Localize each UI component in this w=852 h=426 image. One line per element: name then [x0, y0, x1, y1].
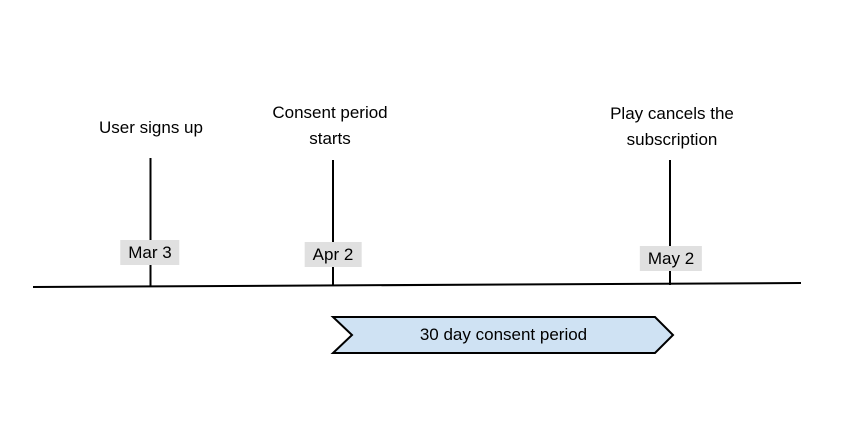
event-date-label-may2: May 2 [639, 246, 703, 271]
consent-period-banner-label: 30 day consent period [419, 325, 588, 344]
event-title-consent-start: Consent period starts [272, 103, 388, 148]
consent-period-banner-shape [330, 316, 675, 354]
event-title-cancel: Play cancels the subscription [610, 104, 734, 149]
timeline-axis [32, 282, 802, 288]
event-title-signup: User signs up [99, 118, 203, 137]
event-date-label-mar3: Mar 3 [120, 240, 180, 265]
event-date-label-apr2: Apr 2 [304, 242, 362, 267]
